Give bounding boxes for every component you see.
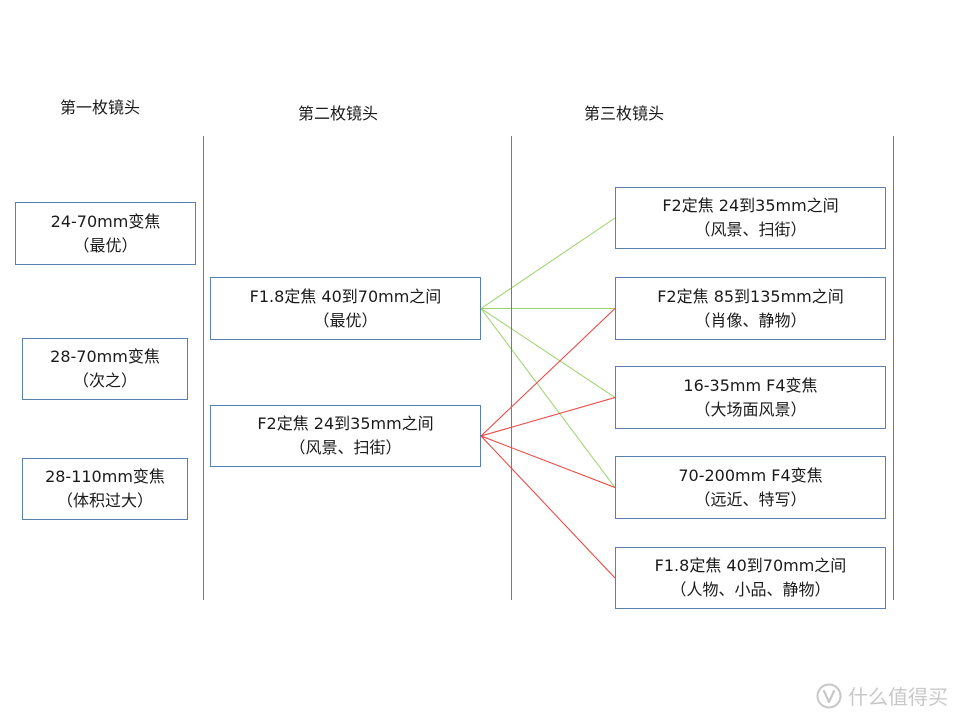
lens-name: 16-35mm F4变焦	[683, 375, 818, 395]
third-lens-box: F1.8定焦 40到70mm之间 （人物、小品、静物）	[615, 547, 886, 609]
connector-line	[480, 435, 616, 488]
third-lens-box: 16-35mm F4变焦 （大场面风景）	[615, 366, 886, 429]
lens-note: （远近、特写）	[694, 489, 807, 509]
lens-name: F1.8定焦 40到70mm之间	[249, 286, 442, 306]
column-divider-3	[893, 136, 894, 600]
lens-note: （风景、扫街）	[289, 438, 402, 457]
lens-name: F2定焦 24到35mm之间	[257, 414, 434, 433]
lens-note: （次之）	[72, 371, 137, 390]
connector-line	[480, 217, 616, 309]
column-title-third: 第三枚镜头	[584, 104, 665, 123]
lens-name: 28-70mm变焦	[50, 347, 160, 366]
connector-line	[480, 308, 616, 488]
lens-name: F1.8定焦 40到70mm之间	[654, 556, 847, 575]
second-lens-box: F1.8定焦 40到70mm之间 （最优）	[210, 277, 481, 340]
connector-line	[480, 435, 616, 579]
lens-note: （大场面风景）	[694, 399, 807, 419]
column-title-second: 第二枚镜头	[298, 104, 379, 123]
third-lens-box: F2定焦 85到135mm之间 （肖像、静物）	[615, 277, 886, 340]
connector-line	[480, 308, 616, 398]
lens-note: （肖像、静物）	[694, 310, 807, 330]
lens-note: （最优）	[73, 235, 138, 255]
column-divider-1	[203, 136, 204, 600]
lens-name: 28-110mm变焦	[45, 467, 165, 486]
second-lens-box: F2定焦 24到35mm之间 （风景、扫街）	[210, 405, 481, 467]
value-logo-icon	[816, 683, 842, 708]
lens-note: （人物、小品、静物）	[670, 580, 831, 599]
third-lens-box: F2定焦 24到35mm之间 （风景、扫街）	[615, 187, 886, 249]
watermark: 什么值得买	[816, 681, 948, 710]
connector-line	[480, 397, 616, 437]
column-divider-2	[511, 136, 512, 600]
lens-name: F2定焦 85到135mm之间	[657, 286, 844, 306]
lens-name: 24-70mm变焦	[50, 211, 161, 231]
lens-note: （风景、扫街）	[694, 220, 807, 239]
lens-note: （体积过大）	[56, 491, 153, 510]
connector-line	[480, 308, 616, 437]
watermark-text: 什么值得买	[848, 685, 948, 709]
third-lens-box: 70-200mm F4变焦 （远近、特写）	[615, 456, 886, 519]
column-title-first: 第一枚镜头	[60, 98, 141, 117]
lens-note: （最优）	[313, 310, 378, 330]
first-lens-box: 24-70mm变焦 （最优）	[15, 202, 196, 265]
first-lens-box: 28-110mm变焦 （体积过大）	[22, 458, 188, 520]
first-lens-box: 28-70mm变焦 （次之）	[22, 338, 188, 400]
lens-name: F2定焦 24到35mm之间	[662, 196, 839, 215]
lens-name: 70-200mm F4变焦	[678, 465, 823, 485]
